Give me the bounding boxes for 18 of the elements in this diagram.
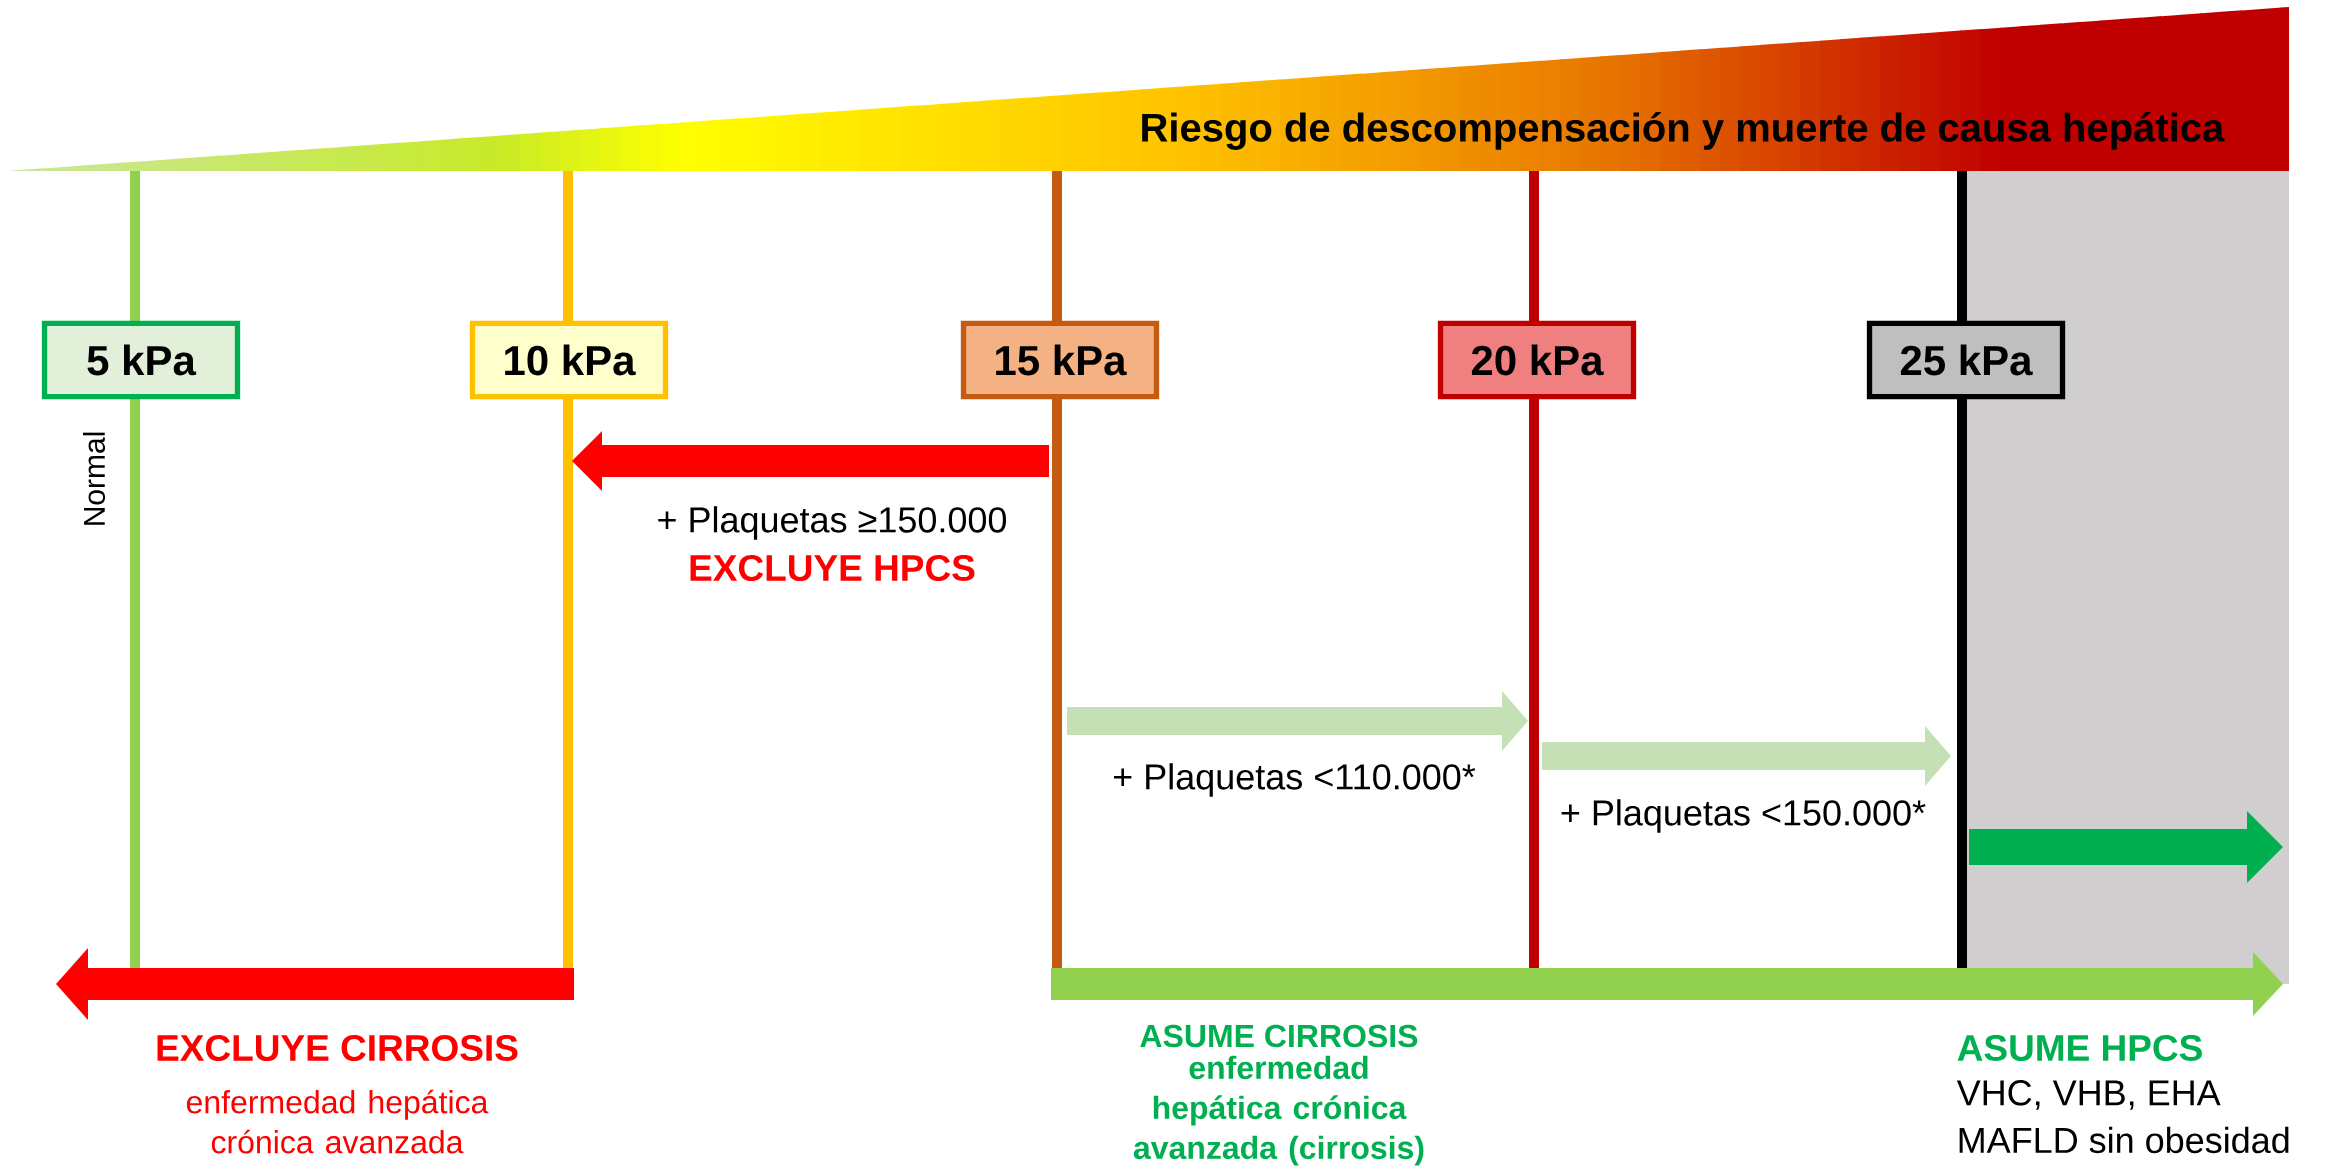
label-text: + Plaquetas <110.000* [1113,763,1476,797]
threshold-box: 20 kPa [1437,320,1637,400]
threshold-box: 5 kPa [41,320,241,400]
label-text: + Plaquetas <150.000* [1561,799,1926,833]
threshold-box: 25 kPa [1866,320,2066,400]
label-text: MAFLD sin obesidad [1959,1126,2289,1154]
label-text: ASUME HPCS [1957,1034,2202,1062]
label-text: + Plaquetas ≥150.000 [658,506,1007,540]
label-text: enfermedad hepática crónica avanzada [186,1089,489,1154]
label-text: Normal [83,432,106,525]
threshold-box: 15 kPa [960,320,1160,400]
label-text: VHC, VHB, EHA [1956,1080,2221,1110]
label-text: EXCLUYE HPCS [690,554,975,582]
label-text: enfermedad hepática crónica avanzada (cirrosis) [1133,1055,1424,1166]
heading: Riesgo de descompensación y muerte de causa hepática [1142,112,2225,150]
label-text: ASUME CIRROSIS [1140,1024,1418,1048]
threshold-box: 10 kPa [469,320,669,400]
label-text: EXCLUYE CIRROSIS [157,1034,518,1062]
